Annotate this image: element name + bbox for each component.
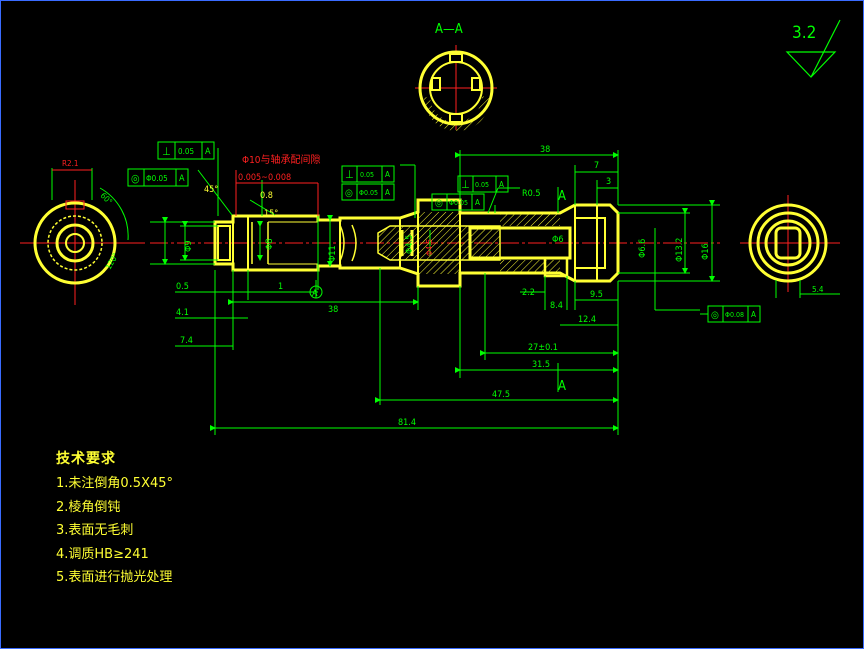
svg-text:A: A [385,170,390,179]
dim-27: 27±0.1 [528,343,558,353]
dim-124: 12.4 [578,315,596,325]
dim-38-top: 38 [540,145,550,155]
dim-08: 0.8 [260,191,273,201]
svg-text:A: A [205,147,211,157]
dim-74: 7.4 [180,336,193,346]
notes-title: 技术要求 [56,451,116,467]
section-mark-top: A [558,189,566,204]
dim-phi11: Φ11 [328,245,338,262]
svg-text:Φ4.5: Φ4.5 [425,239,434,256]
note-item-1: 1.未注倒角0.5X45° [56,476,174,491]
gdt-frame-1: ⊥ 0.05 A [157,141,215,160]
note-item-3: 3.表面无毛刺 [56,523,134,538]
gdt-frame-7: ◎ Φ0.08 A [707,305,761,323]
tolerance-note: 0.005~0.008 [238,173,291,183]
note-item-4: 4.调质HB≥241 [56,546,149,562]
svg-text:◎: ◎ [131,172,140,185]
dimension-lines [150,148,720,435]
gdt-frame-3: ⊥ 0.05 A [341,165,395,183]
svg-text:⊥: ⊥ [461,178,470,191]
dim-phi16: Φ16 [701,243,711,260]
dim-phi6: Φ6 [552,235,564,245]
section-markers: A A A [309,189,566,394]
dim-7: 7 [594,161,599,171]
dim-95: 9.5 [590,290,603,300]
radius-r05: R0.5 [522,189,541,199]
dim-84: 8.4 [550,301,563,311]
technical-requirements: 技术要求 1.未注倒角0.5X45° 2.棱角倒钝 3.表面无毛刺 4.调质HB… [56,448,173,590]
svg-text:120°: 120° [104,251,120,271]
dim-1: 1 [278,282,283,292]
svg-text:A: A [499,180,504,189]
left-end-view: R2.1 60° 120° [20,159,145,305]
gdt-frames: ⊥ 0.05 A ◎ Φ0.05 A ⊥ 0.05 A ◎ Φ0.05 A [127,141,761,323]
section-mark-bottom: A [558,379,566,394]
dim-814: 81.4 [398,418,416,428]
svg-text:Φ0.05: Φ0.05 [449,199,468,207]
section-title: A—A [435,22,463,37]
svg-text:0.05: 0.05 [178,147,194,156]
dim-315: 31.5 [532,360,550,370]
svg-text:A: A [385,188,390,197]
gdt-frame-6: ◎ Φ0.05 A [431,193,485,211]
svg-text:A: A [179,174,185,184]
dim-phi132: Φ13.2 [675,238,685,262]
svg-text:60°: 60° [99,191,114,206]
dim-phi66: Φ6.6 [638,239,648,258]
roughness-value: 3.2 [792,23,816,43]
angle-15: 15° [264,209,278,219]
datum-a: A [312,289,318,299]
svg-text:◎: ◎ [711,310,719,321]
gdt-frame-4: ◎ Φ0.05 A [341,183,395,201]
note-item-5: 5.表面进行抛光处理 [56,570,173,585]
dim-05: 0.5 [176,282,189,292]
gdt-frame-2: ◎ Φ0.05 A [127,168,189,187]
dim-41: 4.1 [176,308,189,318]
dim-38-bottom: 38 [328,305,338,315]
dimension-texts: 38 7 3 0.5 1 4.1 7.4 38 2.2 8.4 9.5 12.4… [176,145,711,428]
svg-text:0.05: 0.05 [360,171,374,179]
dim-475: 47.5 [492,390,510,400]
svg-text:A: A [475,198,480,207]
roughness-symbol: 3.2 [785,19,841,78]
svg-text:0.05: 0.05 [475,181,489,189]
svg-text:Φ0.05: Φ0.05 [146,174,168,183]
svg-text:◎: ◎ [435,198,443,209]
section-view-aa: A—A [415,22,497,131]
dim-22: 2.2 [522,288,535,298]
dim-phi8: Φ8 [265,238,275,250]
svg-text:⊥: ⊥ [162,145,171,158]
gdt-frame-5: ⊥ 0.05 A [457,175,509,193]
dim-r21: R2.1 [62,159,78,168]
dim-phi9: Φ9 [184,240,194,252]
svg-text:Φ0.05: Φ0.05 [359,189,378,197]
angle-45: 45° [204,185,218,195]
svg-text:A: A [751,310,756,319]
red-annotations: Φ10与轴承配间隙 0.005~0.008 45° 0.8 15° R0.5 Φ… [204,153,541,256]
fit-note: Φ10与轴承配间隙 [242,153,321,166]
svg-text:Φ0.08: Φ0.08 [725,311,744,319]
right-end-view: 5.4 [740,195,840,298]
dim-d54: 5.4 [812,285,824,294]
dim-phi45: Φ4.5 [405,235,415,254]
svg-text:◎: ◎ [345,188,353,199]
note-item-2: 2.棱角倒钝 [56,499,121,515]
dim-3: 3 [606,177,611,187]
svg-text:⊥: ⊥ [345,168,354,181]
